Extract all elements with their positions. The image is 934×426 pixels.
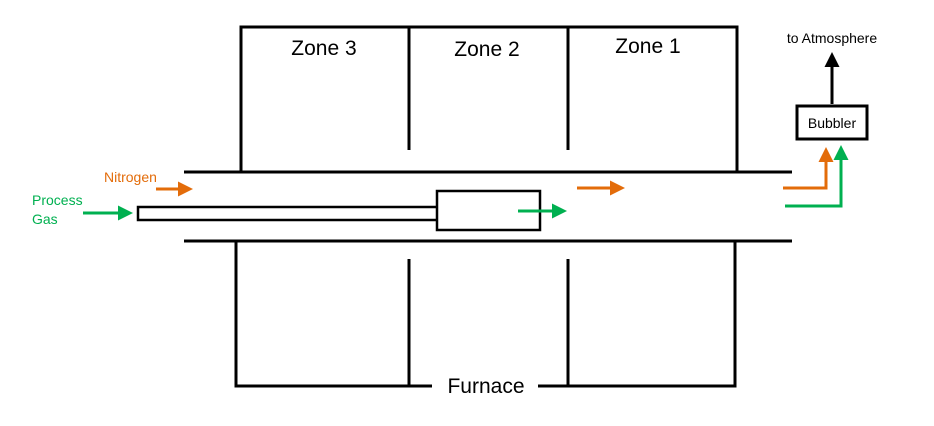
process-gas-label-line1: Process: [32, 192, 83, 208]
bubbler-label: Bubbler: [808, 115, 857, 131]
process-gas-exit-arrow: [785, 145, 849, 208]
nitrogen-exit-arrow: [783, 147, 834, 190]
bubbler-box: [795, 104, 869, 141]
furnace-label: Furnace: [447, 375, 524, 398]
furnace-upper-block: [239, 25, 739, 172]
furnace-lower-block: [234, 241, 737, 388]
furnace-label-bg: [432, 370, 538, 400]
zone1-label: Zone 1: [615, 35, 680, 58]
atmosphere-label: to Atmosphere: [787, 30, 877, 46]
zone3-label: Zone 3: [291, 37, 356, 60]
nitrogen-label: Nitrogen: [104, 169, 157, 185]
process-gas-label-line2: Gas: [32, 211, 58, 227]
zone2-label: Zone 2: [454, 38, 519, 61]
injection-tube: [136, 205, 440, 222]
